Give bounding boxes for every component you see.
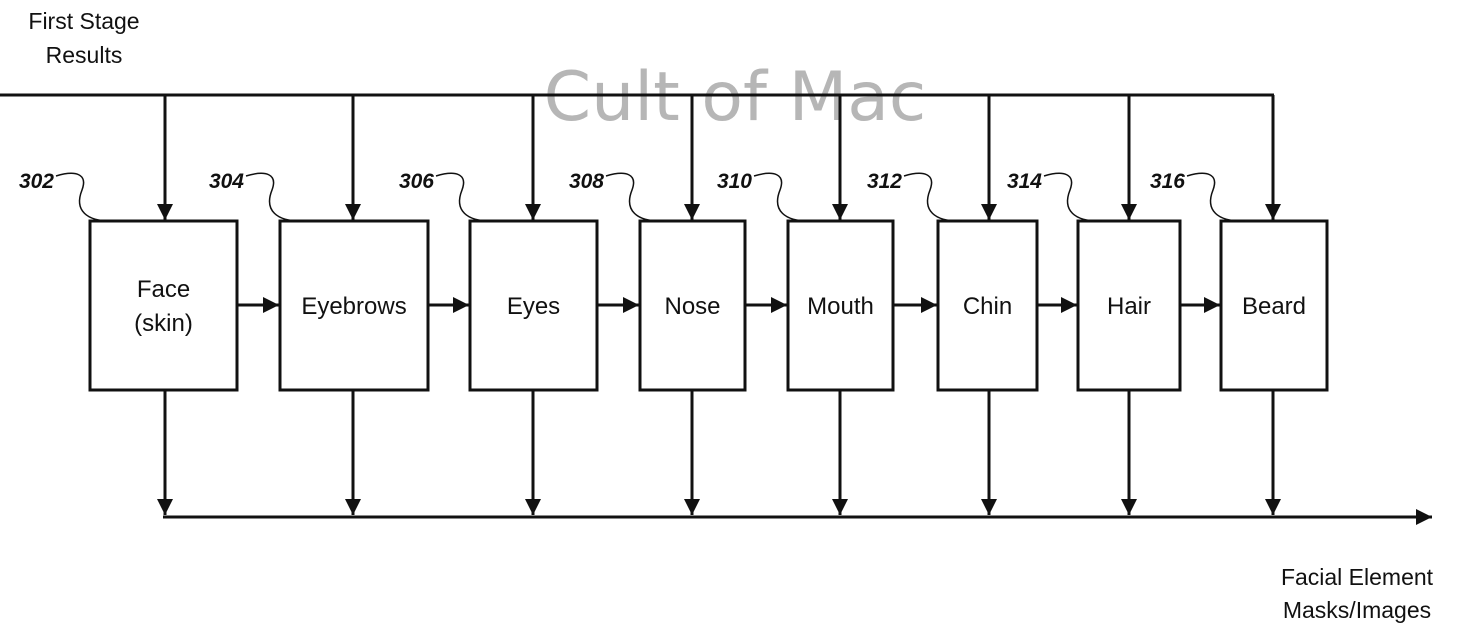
stage-box xyxy=(278,219,430,392)
watermark: Cult of Mac xyxy=(544,58,927,137)
stage-box xyxy=(88,219,239,392)
leader-line xyxy=(903,172,963,222)
reference-number: 304 xyxy=(209,170,244,193)
leader-line xyxy=(435,172,495,222)
leader-line xyxy=(1186,172,1246,222)
stage-label: Chin xyxy=(963,293,1012,320)
stage-label: Beard xyxy=(1242,293,1306,320)
leader-line xyxy=(55,172,115,222)
reference-number: 316 xyxy=(1150,170,1185,193)
stage-label: Nose xyxy=(664,293,720,320)
stage-label: (skin) xyxy=(134,310,193,337)
stage-label: Mouth xyxy=(807,293,874,320)
reference-number: 314 xyxy=(1007,170,1042,193)
reference-number: 312 xyxy=(867,170,902,193)
leader-line xyxy=(1043,172,1103,222)
stage-label: Eyebrows xyxy=(301,293,406,320)
stage-label: Face xyxy=(137,276,190,303)
stage-label: Hair xyxy=(1107,293,1151,320)
reference-number: 310 xyxy=(717,170,752,193)
stage-box xyxy=(1219,219,1329,392)
output-label-line2: Masks/Images xyxy=(1283,597,1431,623)
leader-line xyxy=(605,172,665,222)
reference-number: 306 xyxy=(399,170,434,193)
reference-number: 302 xyxy=(19,170,54,193)
input-label: First Stage xyxy=(28,8,139,34)
leader-line xyxy=(753,172,813,222)
input-label-line2: Results xyxy=(46,42,123,68)
leader-line xyxy=(245,172,305,222)
stage-label: Eyes xyxy=(507,293,560,320)
reference-number: 308 xyxy=(569,170,604,193)
output-label: Facial Element xyxy=(1281,564,1434,590)
